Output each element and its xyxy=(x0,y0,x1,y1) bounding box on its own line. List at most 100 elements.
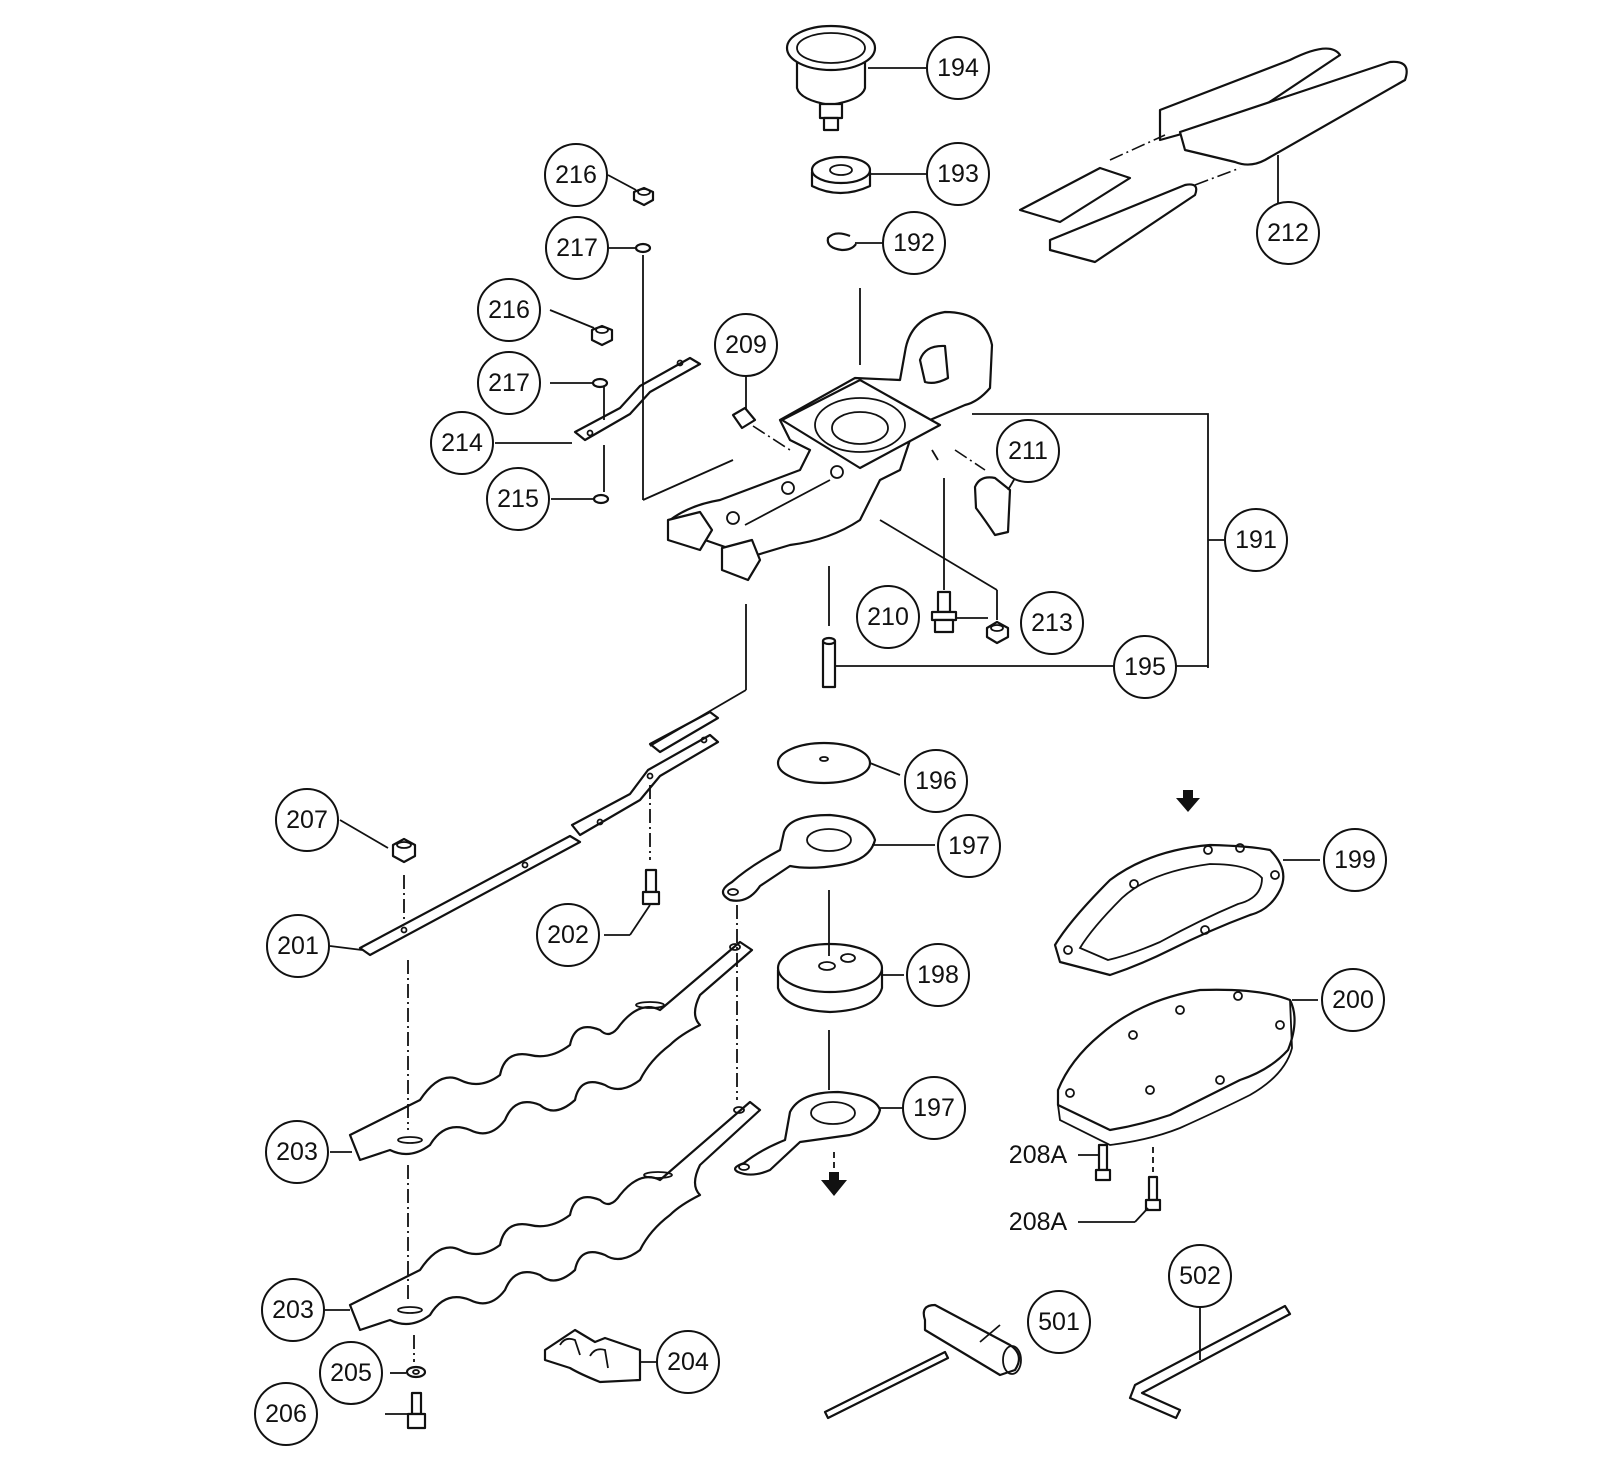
part-209-fitting xyxy=(731,406,791,451)
callout-207: 207 xyxy=(275,788,339,852)
callout-196: 196 xyxy=(904,749,968,813)
svg-text:217: 217 xyxy=(488,369,530,397)
callout-210: 210 xyxy=(856,585,920,649)
part-216-nut-lower xyxy=(590,324,614,347)
svg-text:217: 217 xyxy=(556,234,598,262)
label-208a-lower: 208A xyxy=(1009,1208,1068,1236)
callout-192: 192 xyxy=(882,211,946,275)
callout-214: 214 xyxy=(430,411,494,475)
svg-text:214: 214 xyxy=(441,429,483,457)
callout-216-upper: 216 xyxy=(544,143,608,207)
part-502-hex-key xyxy=(1128,1304,1292,1420)
callout-206: 206 xyxy=(254,1382,318,1446)
callout-199: 199 xyxy=(1323,828,1387,892)
part-215-washer xyxy=(592,493,610,505)
svg-text:193: 193 xyxy=(937,160,979,188)
callout-193: 193 xyxy=(926,142,990,206)
part-208a-screw-right xyxy=(1144,1147,1162,1212)
svg-text:216: 216 xyxy=(555,161,597,189)
callout-209: 209 xyxy=(714,313,778,377)
callout-205: 205 xyxy=(319,1341,383,1405)
part-200-cover-plate xyxy=(1056,988,1296,1146)
svg-text:212: 212 xyxy=(1267,219,1309,247)
svg-text:196: 196 xyxy=(915,767,957,795)
callout-204: 204 xyxy=(656,1330,720,1394)
part-207-nut xyxy=(391,837,417,920)
part-192-snap-ring xyxy=(826,232,857,252)
callout-195: 195 xyxy=(1113,635,1177,699)
callout-502: 502 xyxy=(1168,1244,1232,1308)
svg-text:204: 204 xyxy=(667,1348,709,1376)
part-501-t-wrench xyxy=(823,1303,1022,1420)
callout-215: 215 xyxy=(486,467,550,531)
svg-text:199: 199 xyxy=(1334,846,1376,874)
part-197-crank-lower xyxy=(734,1090,882,1176)
svg-text:191: 191 xyxy=(1235,526,1277,554)
svg-text:201: 201 xyxy=(277,932,319,960)
callout-201: 201 xyxy=(266,914,330,978)
part-214-plate xyxy=(573,356,702,442)
part-194-cup xyxy=(785,24,877,132)
callout-197-lower: 197 xyxy=(902,1076,966,1140)
svg-text:215: 215 xyxy=(497,485,539,513)
part-205-washer xyxy=(405,1365,427,1379)
part-217-washer-upper xyxy=(634,242,652,254)
leader-lines xyxy=(325,67,1320,1415)
part-203-blade-lower xyxy=(348,1100,762,1332)
svg-text:198: 198 xyxy=(917,961,959,989)
part-199-gasket xyxy=(1053,843,1285,977)
svg-text:209: 209 xyxy=(725,331,767,359)
callout-200: 200 xyxy=(1321,968,1385,1032)
callout-212: 212 xyxy=(1256,201,1320,265)
part-210-bolt xyxy=(930,478,958,634)
part-198-gear xyxy=(776,890,884,1090)
part-213-nut xyxy=(879,519,1010,645)
svg-text:197: 197 xyxy=(913,1094,955,1122)
callout-194: 194 xyxy=(926,36,990,100)
callout-203-upper: 203 xyxy=(265,1120,329,1184)
svg-text:207: 207 xyxy=(286,806,328,834)
callout-202: 202 xyxy=(536,903,600,967)
callout-217-upper: 217 xyxy=(545,216,609,280)
part-208a-screw-left xyxy=(1094,1143,1112,1182)
callout-213: 213 xyxy=(1020,591,1084,655)
callout-191: 191 xyxy=(1224,508,1288,572)
svg-text:194: 194 xyxy=(937,54,979,82)
part-211-clip xyxy=(954,449,1012,537)
callout-501: 501 xyxy=(1027,1290,1091,1354)
part-206-bolt xyxy=(406,1391,427,1430)
callout-203-lower: 203 xyxy=(261,1278,325,1342)
svg-text:501: 501 xyxy=(1038,1308,1080,1336)
callout-217-lower: 217 xyxy=(477,351,541,415)
part-193-bearing xyxy=(810,155,872,195)
svg-text:197: 197 xyxy=(948,832,990,860)
svg-text:213: 213 xyxy=(1031,609,1073,637)
part-216-nut-upper xyxy=(632,186,655,207)
part-202-bolt xyxy=(641,868,661,906)
svg-text:202: 202 xyxy=(547,921,589,949)
svg-text:206: 206 xyxy=(265,1400,307,1428)
callout-216-lower: 216 xyxy=(477,278,541,342)
part-197-crank-upper xyxy=(721,813,877,902)
svg-text:210: 210 xyxy=(867,603,909,631)
part-204-stopper xyxy=(543,1328,642,1384)
callout-198: 198 xyxy=(906,943,970,1007)
part-196-disc xyxy=(776,741,872,785)
arrow-down-icon xyxy=(1176,790,1200,812)
svg-text:502: 502 xyxy=(1179,1262,1221,1290)
label-208a-upper: 208A xyxy=(1009,1141,1068,1169)
part-217-washer-lower xyxy=(591,377,609,389)
svg-text:203: 203 xyxy=(276,1138,318,1166)
svg-text:216: 216 xyxy=(488,296,530,324)
svg-text:200: 200 xyxy=(1332,986,1374,1014)
part-203-blade-upper xyxy=(348,940,754,1162)
callout-197-upper: 197 xyxy=(937,814,1001,878)
svg-text:211: 211 xyxy=(1008,437,1048,465)
svg-text:205: 205 xyxy=(330,1359,372,1387)
callout-211: 211 xyxy=(996,419,1060,483)
part-201-rod xyxy=(358,710,720,957)
part-195-pin xyxy=(821,566,837,689)
svg-text:192: 192 xyxy=(893,229,935,257)
